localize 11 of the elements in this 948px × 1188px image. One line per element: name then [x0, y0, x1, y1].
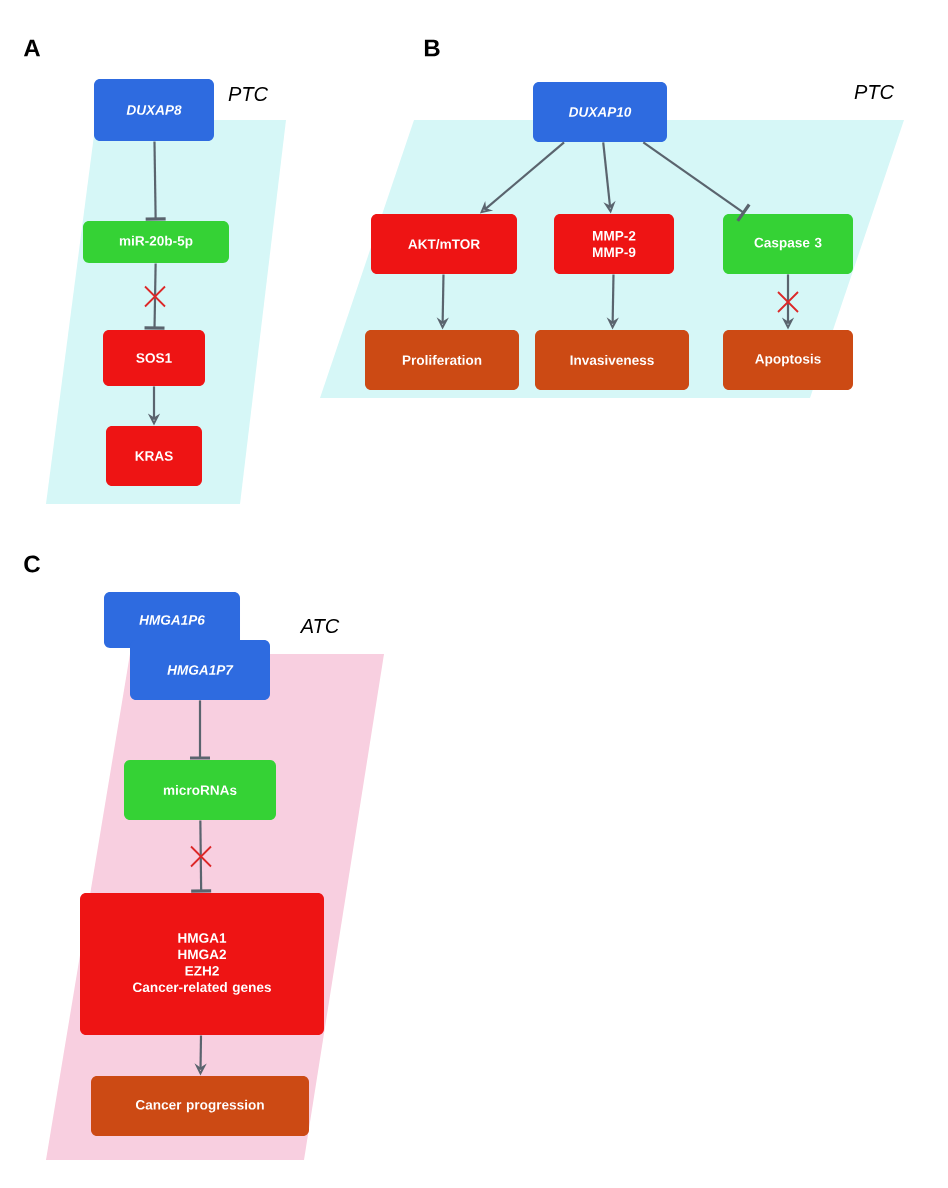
node-label: ATC: [299, 618, 340, 634]
arrow: [191, 820, 212, 893]
arrow: [642, 141, 751, 222]
panel-letter: B: [424, 39, 440, 57]
arrow: [190, 700, 210, 760]
arrow: [145, 141, 166, 221]
node-label: PTC: [228, 86, 269, 102]
panel-letter: A: [23, 39, 40, 57]
node-label: PTC: [854, 84, 895, 100]
panel-letter: C: [24, 555, 40, 573]
arrow: [144, 263, 165, 330]
